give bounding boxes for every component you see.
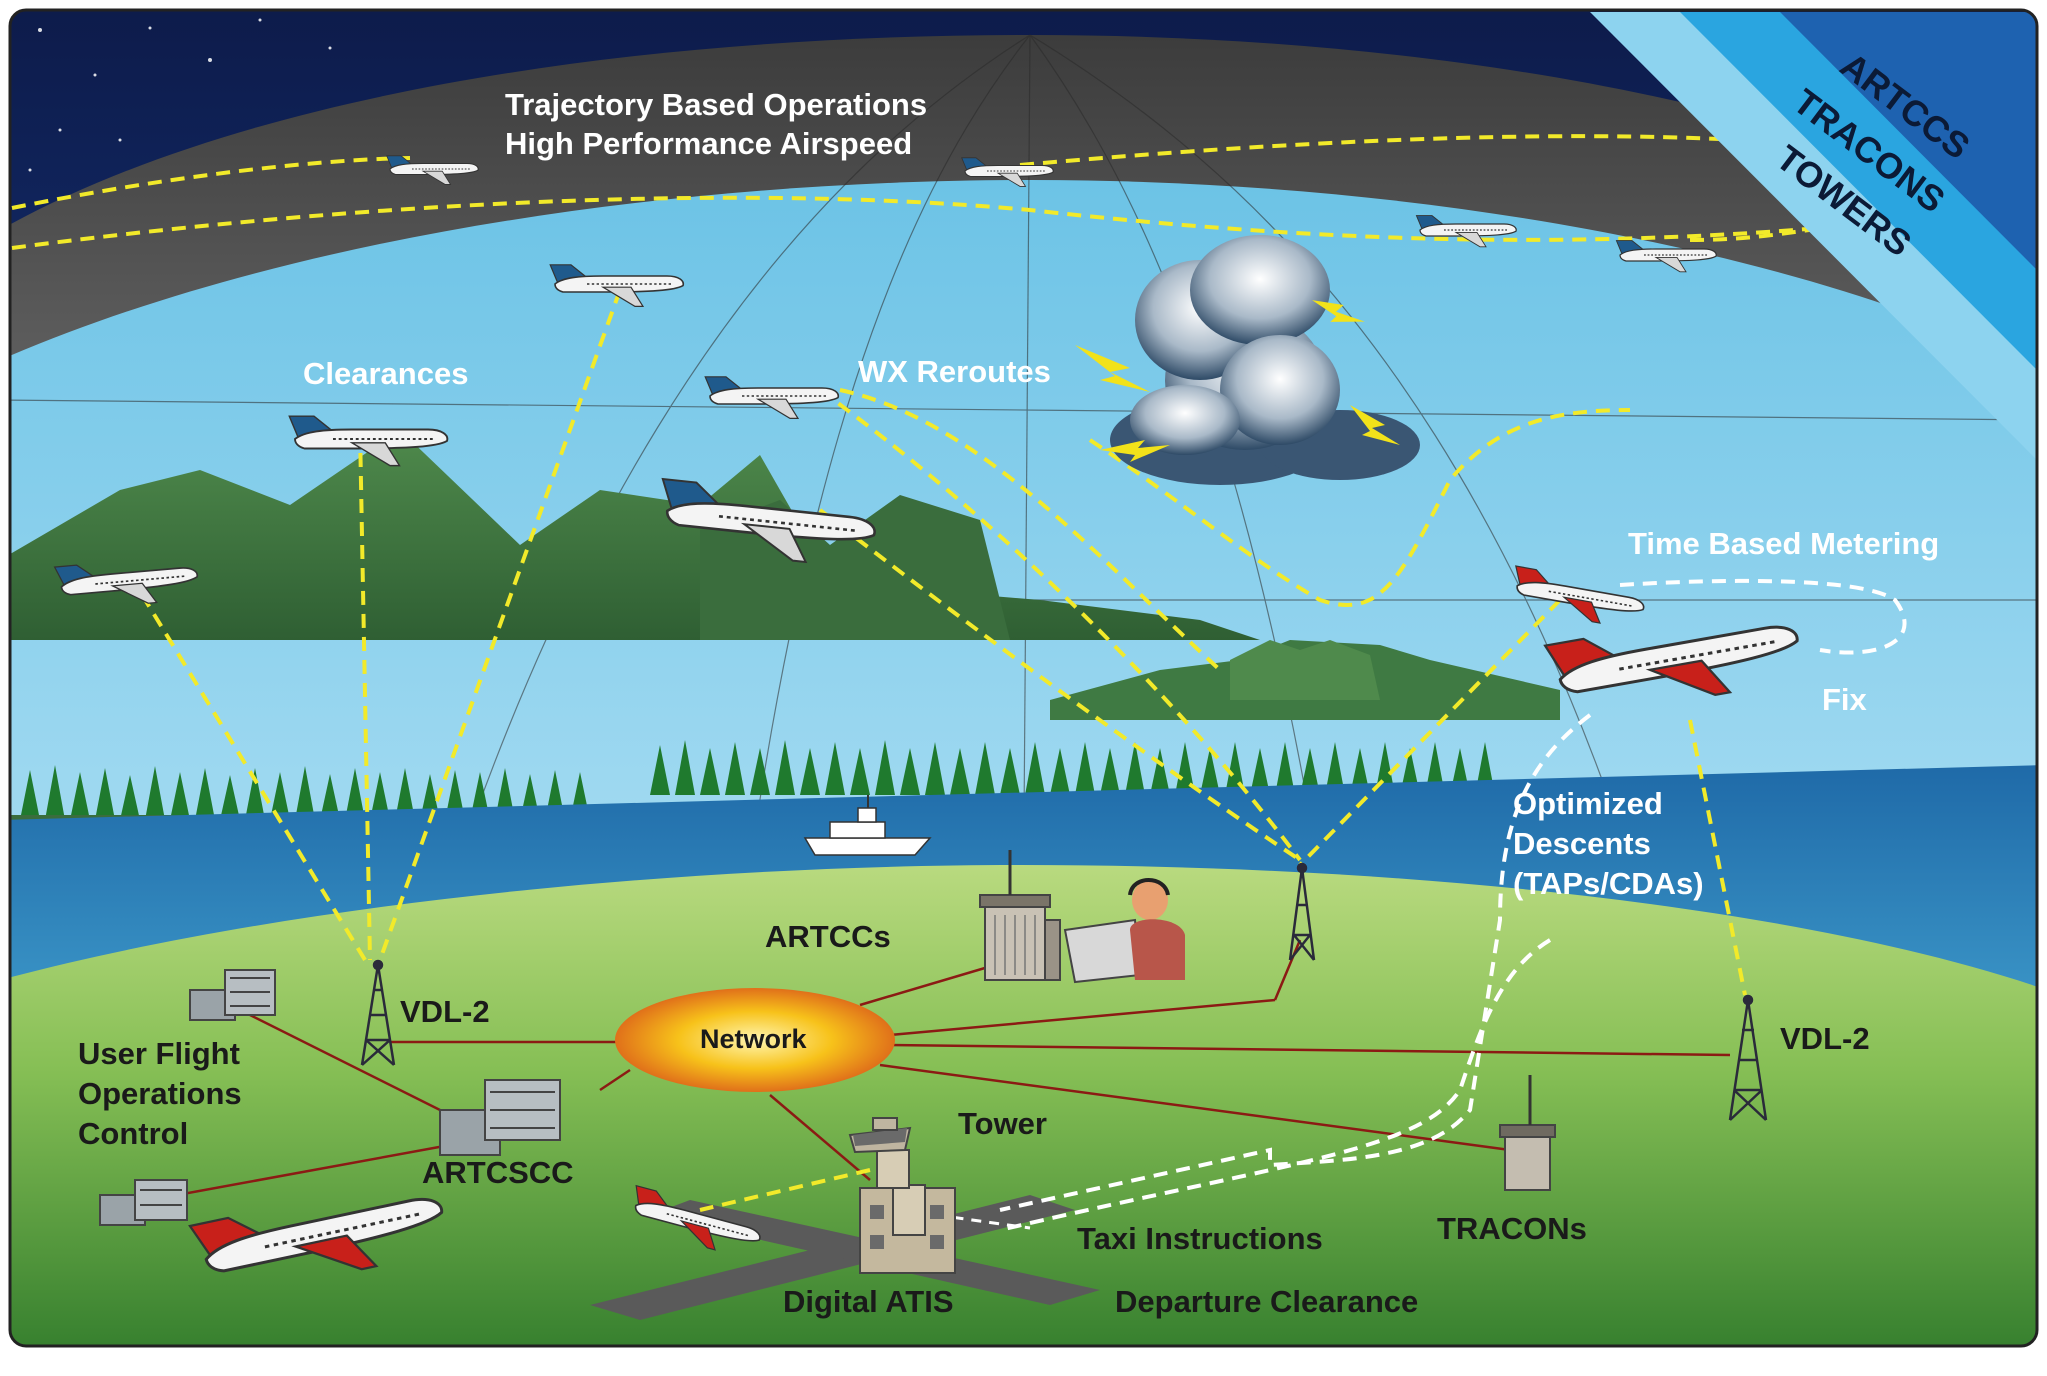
network-label: Network [700, 1024, 807, 1054]
airplane-icon [704, 376, 840, 420]
facility-banner [1590, 12, 2037, 460]
network-hub [615, 988, 895, 1092]
artcc-building-icon [979, 850, 1061, 981]
ground [10, 865, 2037, 1346]
taxi-instructions-label: Taxi Instructions [1077, 1221, 1323, 1256]
departure-clearance-label: Departure Clearance [1115, 1284, 1419, 1319]
mountain-range-back [10, 430, 1260, 640]
small-office-building-icon [99, 1179, 188, 1226]
tower-label: Tower [958, 1106, 1047, 1141]
user-ops-building-icon [189, 969, 276, 1021]
tracons-label: TRACONs [1437, 1211, 1587, 1246]
user-flight-ops-line2: Operations [78, 1076, 242, 1111]
forest [20, 740, 1495, 820]
airplane-icon [188, 1197, 444, 1273]
airplane-icon [288, 415, 449, 467]
trajectory-label-line2: High Performance Airspeed [505, 126, 913, 161]
ship-icon [803, 795, 932, 856]
time-based-metering-label: Time Based Metering [1628, 526, 1940, 561]
tracon-building-icon [1499, 1075, 1556, 1191]
airplane-icon [1543, 625, 1799, 697]
airplane-icon [386, 155, 479, 185]
airplane-icon [661, 477, 876, 564]
airplane-icon [53, 564, 199, 604]
airplane-icon [1615, 240, 1717, 273]
radio-antenna-center-icon [1288, 862, 1316, 961]
airplane-icon [549, 264, 685, 308]
digital-atis-label: Digital ATIS [783, 1284, 954, 1319]
trajectory-label-line1: Trajectory Based Operations [505, 87, 928, 122]
descent-paths [999, 578, 1907, 1232]
network-links [149, 939, 1731, 1202]
vdl2-left-label: VDL-2 [400, 994, 490, 1029]
airplane-icon [961, 157, 1054, 187]
vdl2-antenna-right-icon [1728, 994, 1768, 1121]
optimized-descents-line2: Descents [1513, 826, 1651, 861]
airplane-icon [1515, 565, 1645, 624]
artccs-label: ARTCCs [765, 919, 891, 954]
control-tower-icon [848, 1117, 956, 1274]
airplane-icon [1415, 215, 1517, 248]
airplane-icon [634, 1184, 761, 1251]
artcscc-building-icon [439, 1079, 561, 1156]
user-flight-ops-line3: Control [78, 1116, 189, 1151]
artcscc-label: ARTCSCC [422, 1155, 574, 1190]
controller-workstation-icon [1063, 878, 1185, 984]
vdl2-right-label: VDL-2 [1780, 1021, 1870, 1056]
fix-label: Fix [1822, 682, 1867, 717]
wx-reroutes-label: WX Reroutes [858, 354, 1051, 389]
optimized-descents-line3: (TAPs/CDAs) [1513, 866, 1704, 901]
vdl2-antenna-left-icon [360, 959, 396, 1066]
user-flight-ops-line1: User Flight [78, 1036, 240, 1071]
datalink-paths [11, 134, 1841, 1212]
optimized-descents-line1: Optimized [1513, 786, 1663, 821]
clearances-label: Clearances [303, 356, 469, 391]
thunderstorm-cloud-icon [1075, 235, 1420, 485]
